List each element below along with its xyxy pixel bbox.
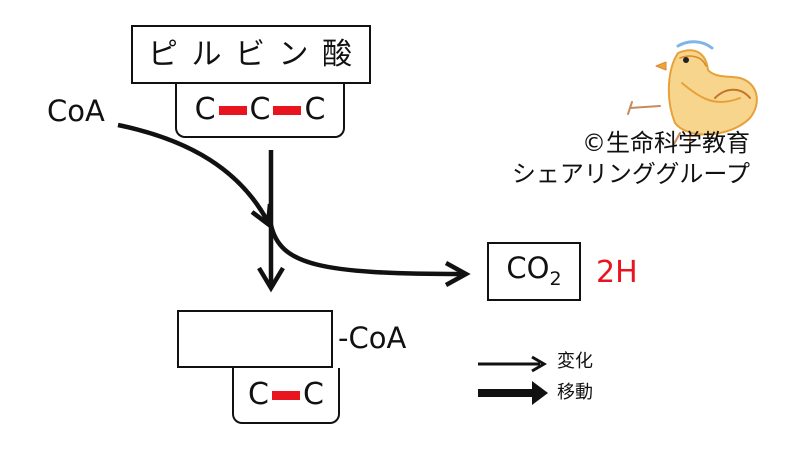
- main-flow-arrowhead: [257, 266, 285, 293]
- hydrogen-label: 2H: [596, 255, 638, 290]
- carbon-atom: C: [304, 92, 326, 127]
- carbon-atom: C: [194, 92, 216, 127]
- coa-input-label: CoA: [47, 94, 105, 128]
- legend-change-arrowhead: [531, 355, 547, 373]
- coa-incoming-arrow: [117, 122, 270, 224]
- co2-outgoing-arrow: [268, 224, 463, 277]
- co2-main: CO: [506, 251, 550, 286]
- legend-movement-arrow: [478, 389, 534, 397]
- acetyl-carbon-chain: C C: [234, 368, 338, 422]
- copyright-line-2: シェアリンググループ: [511, 160, 750, 189]
- co2-outgoing-arrowhead: [444, 261, 471, 287]
- pyruvate-carbon-chain: C C C: [177, 84, 343, 136]
- copyright-block: ©生命科学教育 シェアリンググループ: [470, 128, 750, 190]
- pyruvate-carbon-box: C C C: [175, 84, 345, 138]
- carbon-atom: C: [248, 377, 269, 412]
- acetyl-coa-suffix: -CoA: [338, 321, 407, 355]
- pyruvate-name-box: ピ ル ビ ン 酸: [131, 25, 371, 84]
- carbon-bond: [272, 390, 300, 400]
- co2-box: CO2: [487, 242, 581, 301]
- coa-incoming-arrowhead: [250, 203, 273, 229]
- carbon-atom: C: [303, 377, 324, 412]
- legend-change-label: 変化: [557, 351, 593, 372]
- acetyl-carbon-box: C C: [232, 368, 340, 424]
- carbon-bond: [273, 105, 302, 115]
- copyright-line-1: ©生命科学教育: [582, 129, 750, 157]
- legend-movement-arrowhead: [532, 381, 548, 405]
- co2-formula: CO2: [506, 254, 561, 289]
- legend-movement-label: 移動: [557, 382, 593, 403]
- co2-subscript: 2: [549, 267, 562, 290]
- carbon-atom: C: [249, 92, 271, 127]
- chick-doodle-icon: [627, 40, 758, 146]
- acetyl-group-box: [177, 310, 333, 368]
- carbon-bond: [218, 105, 247, 115]
- pyruvate-name: ピ ル ビ ン 酸: [147, 36, 355, 72]
